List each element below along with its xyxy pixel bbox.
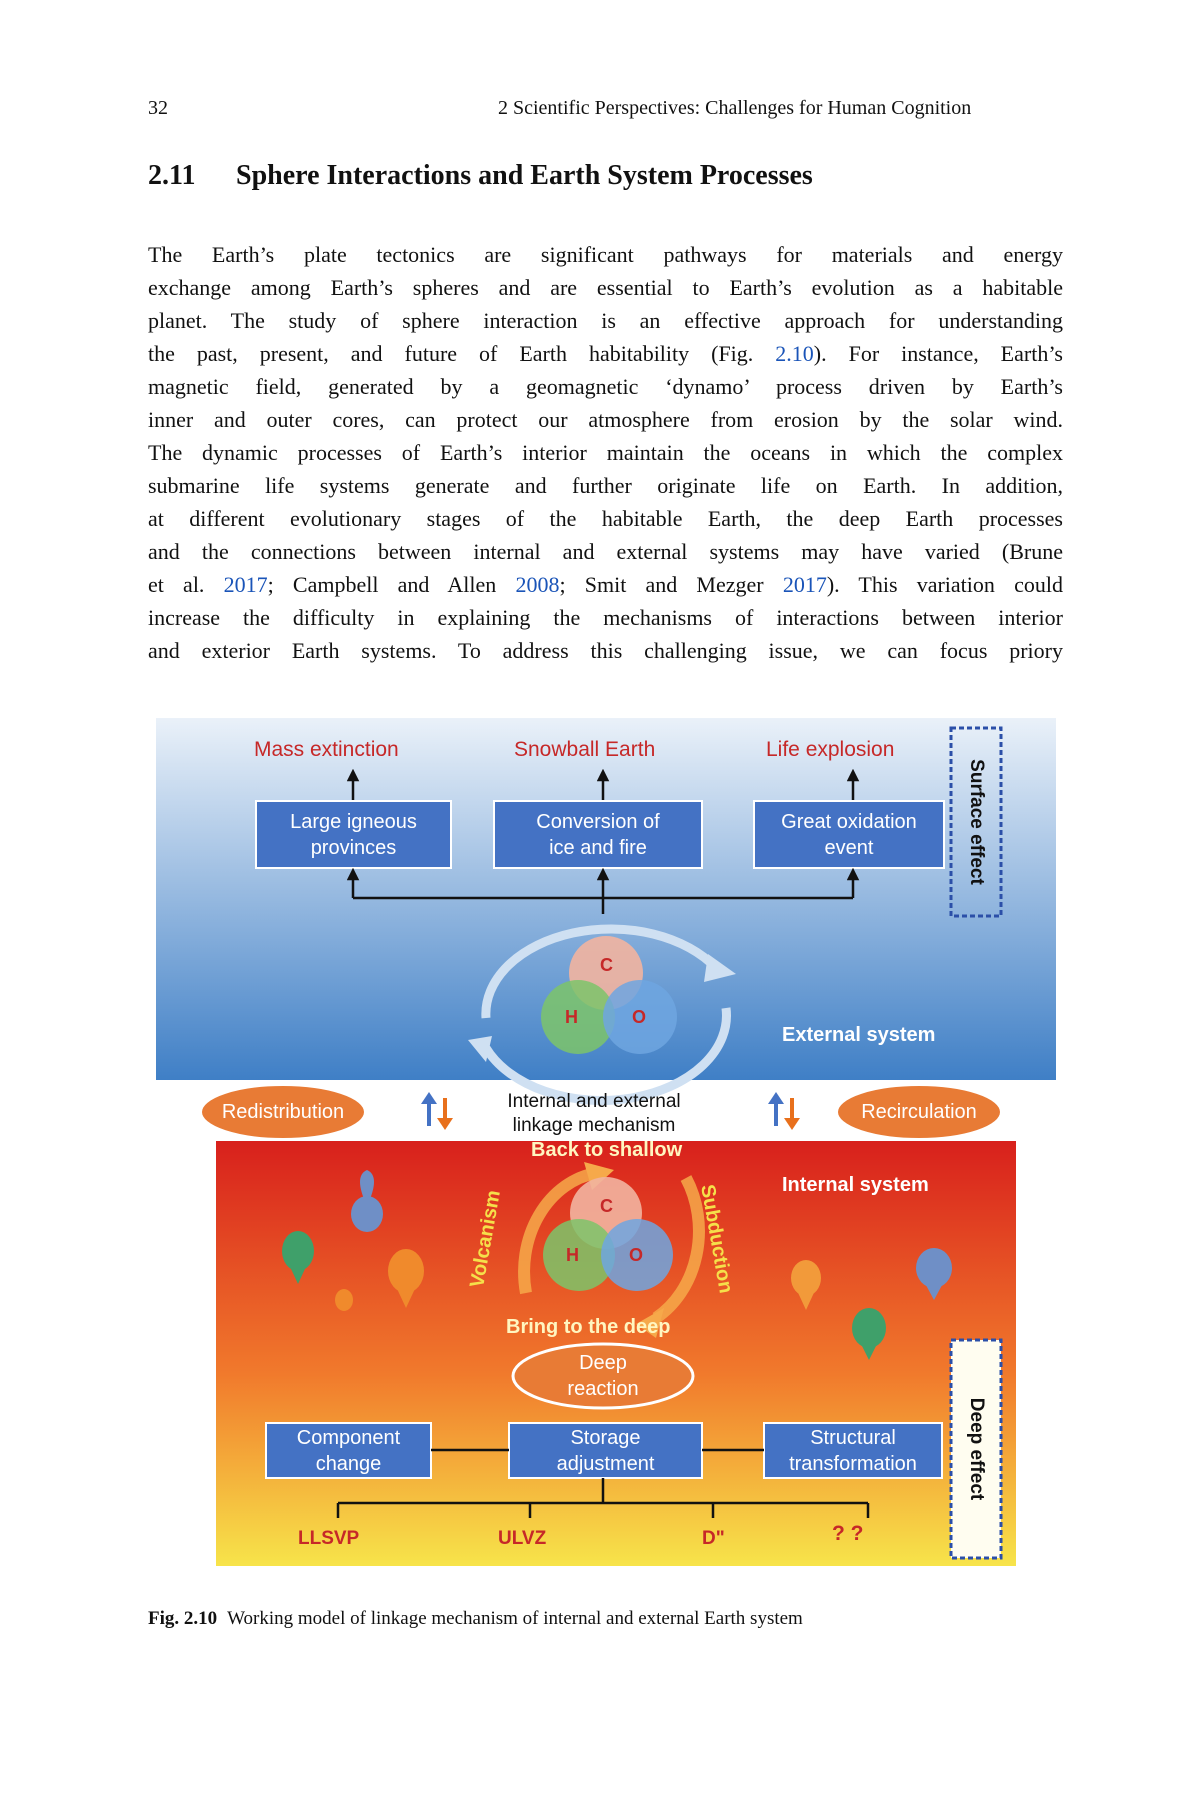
figure-reference-link[interactable]: 2.10 xyxy=(775,341,814,366)
body-line: The Earth’s plate tectonics are signific… xyxy=(148,242,1063,267)
figure-caption: Fig. 2.10 Working model of linkage mechan… xyxy=(148,1608,803,1630)
surface-effect-frame xyxy=(949,726,1003,918)
diagram-graphics xyxy=(156,718,1056,1566)
deep-effect-label: Deep effect xyxy=(966,1397,987,1501)
plume-icon xyxy=(856,1334,882,1360)
body-line: exchange among Earth’s spheres and are e… xyxy=(148,275,1063,300)
venn-circle-hydrogen xyxy=(541,980,615,1054)
deep-structure-unknown: ? ? xyxy=(832,1522,864,1545)
text-run: ; Campbell and Allen xyxy=(267,572,516,597)
section-title: Sphere Interactions and Earth System Pro… xyxy=(236,160,813,191)
body-line: et al. 2017; Campbell and Allen 2008; Sm… xyxy=(148,568,1063,601)
label-structural-transformation: Structural transformation xyxy=(789,1426,917,1475)
figure-caption-text: Working model of linkage mechanism of in… xyxy=(227,1608,803,1629)
outcome-mass-extinction: Mass extinction xyxy=(254,738,399,761)
outcome-snowball-earth: Snowball Earth xyxy=(514,738,656,761)
label-large-igneous-provinces: Large igneous provinces xyxy=(290,810,417,859)
body-line: the past, present, and future of Earth h… xyxy=(148,337,1063,370)
label-component-change: Component change xyxy=(296,1426,401,1475)
bring-to-deep-label: Bring to the deep xyxy=(506,1316,671,1338)
label-recirculation: Recirculation xyxy=(861,1101,977,1123)
box-great-oxidation xyxy=(753,800,945,869)
section-heading: 2.11 Sphere Interactions and Earth System… xyxy=(148,160,813,192)
body-paragraph: The Earth’s plate tectonics are signific… xyxy=(148,238,1063,667)
figure-caption-label: Fig. 2.10 xyxy=(148,1608,218,1629)
arrowhead-icon xyxy=(468,1036,492,1062)
label-deep-reaction: Deep reaction xyxy=(567,1352,639,1400)
surface-effect-label: Surface effect xyxy=(966,759,987,885)
body-line: and exterior Earth systems. To address t… xyxy=(148,638,1063,663)
box-structural-transformation xyxy=(763,1422,943,1479)
linkage-mechanism-label: Internal and external linkage mechanism xyxy=(507,1091,681,1136)
venn-circle-oxygen xyxy=(603,980,677,1054)
element-c: C xyxy=(600,955,613,975)
body-line: planet. The study of sphere interaction … xyxy=(148,308,1063,333)
element-o: O xyxy=(629,1245,644,1265)
element-c: C xyxy=(600,1196,613,1216)
internal-system-label: Internal system xyxy=(782,1174,929,1196)
deep-structure-ulvz: ULVZ xyxy=(498,1528,547,1549)
venn-circle-hydrogen xyxy=(543,1219,615,1291)
figure-diagram: Mass extinction Snowball Earth Life expl… xyxy=(156,718,1056,1578)
body-line: submarine life systems generate and furt… xyxy=(148,473,1063,498)
label-redistribution: Redistribution xyxy=(221,1101,345,1123)
plume-icon xyxy=(920,1274,948,1300)
outcome-life-explosion: Life explosion xyxy=(766,738,895,761)
oval-deep-reaction xyxy=(511,1342,695,1410)
element-o: O xyxy=(632,1007,647,1027)
citation-link[interactable]: 2008 xyxy=(515,572,560,597)
arrowhead-icon xyxy=(636,1308,664,1338)
label-storage-adjustment: Storage adjustment xyxy=(556,1426,655,1475)
text-run: ; Smit and Mezger xyxy=(559,572,783,597)
deep-structure-llsvp: LLSVP xyxy=(298,1528,360,1549)
deep-effect-frame xyxy=(949,1338,1003,1560)
citation-link[interactable]: 2017 xyxy=(782,572,827,597)
box-component-change xyxy=(265,1422,432,1479)
plume-icon xyxy=(351,1196,383,1232)
up-arrow-icon xyxy=(768,1092,784,1104)
page-number: 32 xyxy=(148,97,168,119)
section-number: 2.11 xyxy=(148,160,196,191)
cycle-arrow-icon xyxy=(518,1167,598,1295)
label-great-oxidation: Great oxidation event xyxy=(781,810,917,859)
up-arrow-icon xyxy=(421,1092,437,1104)
plume-icon xyxy=(286,1258,310,1284)
oval-recirculation xyxy=(836,1084,1002,1140)
arrowhead-icon xyxy=(704,954,736,982)
external-system-label: External system xyxy=(782,1024,936,1046)
text-run: the past, present, and future of Earth h… xyxy=(148,341,776,366)
text-run: ). For instance, Earth’s xyxy=(813,341,1063,366)
element-h: H xyxy=(565,1007,578,1027)
deep-structure-d-double-prime: D" xyxy=(702,1528,725,1549)
body-line: magnetic field, generated by a geomagnet… xyxy=(148,374,1063,399)
label-conversion-ice-fire: Conversion of ice and fire xyxy=(536,810,660,859)
running-title: 2 Scientific Perspectives: Challenges fo… xyxy=(498,97,972,119)
down-arrow-icon xyxy=(784,1118,800,1130)
body-line: inner and outer cores, can protect our a… xyxy=(148,407,1063,432)
body-line: at different evolutionary stages of the … xyxy=(148,506,1063,531)
text-run: ). This variation could xyxy=(826,572,1063,597)
cycle-arrow-icon xyxy=(652,1175,705,1323)
oval-redistribution xyxy=(200,1084,366,1140)
body-line: The dynamic processes of Earth’s interio… xyxy=(148,440,1063,465)
plume-icon xyxy=(392,1278,420,1308)
back-to-shallow-label: Back to shallow xyxy=(531,1139,683,1161)
citation-link[interactable]: 2017 xyxy=(223,572,268,597)
venn-circle-oxygen xyxy=(601,1219,673,1291)
box-large-igneous-provinces xyxy=(255,800,452,869)
cycle-arrow-icon xyxy=(482,1007,731,1105)
box-conversion-ice-fire xyxy=(493,800,703,869)
text-run: et al. xyxy=(148,572,224,597)
body-line: and the connections between internal and… xyxy=(148,539,1063,564)
element-h: H xyxy=(566,1245,579,1265)
body-line: increase the difficulty in explaining th… xyxy=(148,605,1063,630)
plume-icon xyxy=(794,1284,818,1310)
down-arrow-icon xyxy=(437,1118,453,1130)
plume-icon xyxy=(335,1289,353,1311)
cycle-arrow-icon xyxy=(481,924,720,1019)
